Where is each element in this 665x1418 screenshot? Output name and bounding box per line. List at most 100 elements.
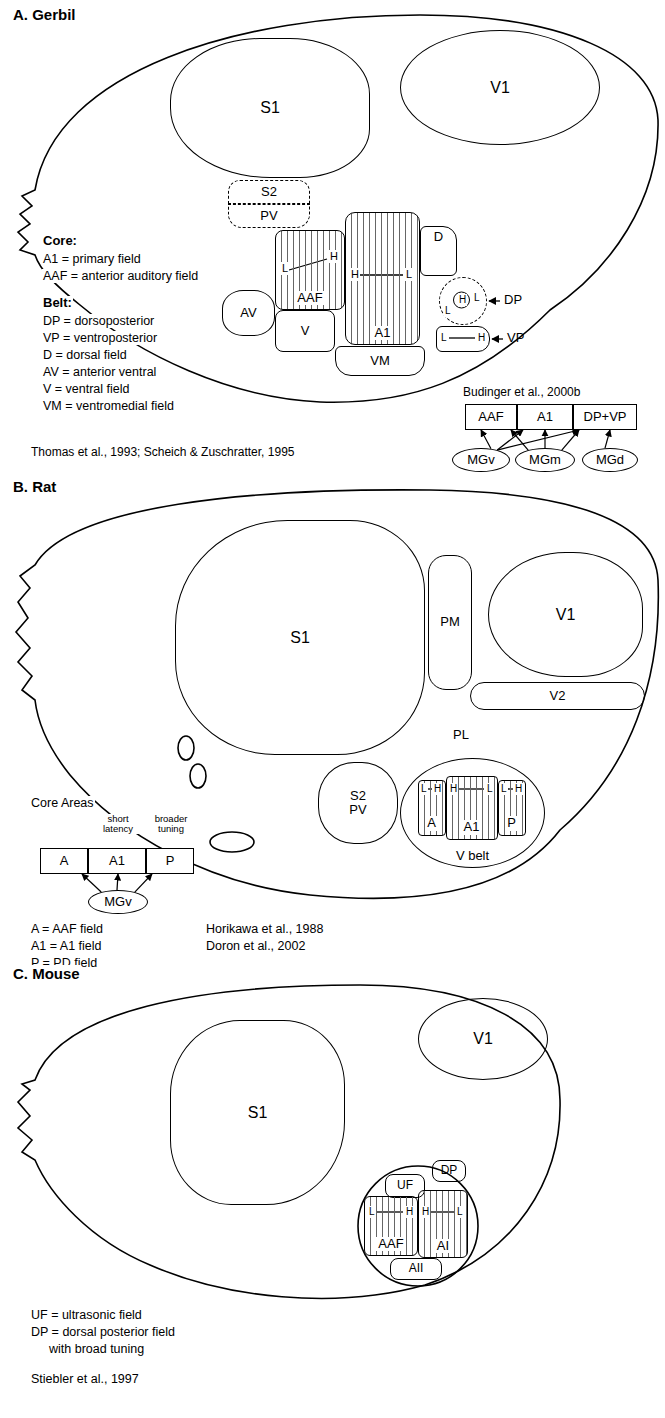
area-label: DP+VP <box>584 410 627 424</box>
schematic-box: A <box>40 848 88 874</box>
cortical-area: V <box>275 310 335 352</box>
text-label: Horikawa et al., 1988 <box>205 922 324 936</box>
text-label: DP = dorsal posterior field <box>30 1325 176 1339</box>
area-label: PV <box>260 209 277 223</box>
area-label: UF <box>397 1179 413 1192</box>
area-label: MGm <box>529 453 561 467</box>
text-label: Stiebler et al., 1997 <box>30 1372 140 1386</box>
text-label: UF = ultrasonic field <box>30 1308 143 1322</box>
text-label: B. Rat <box>12 478 57 495</box>
frequency-mark: H <box>350 268 360 281</box>
area-label: A1 <box>373 326 393 340</box>
area-label: PV <box>349 803 366 817</box>
cortical-area: D <box>420 226 457 276</box>
cortical-area: V1 <box>488 552 643 677</box>
schematic-box: A1 <box>517 404 573 430</box>
text-label: short latency <box>92 814 144 834</box>
area-label: VP <box>507 331 524 345</box>
rat-small-area <box>210 832 254 852</box>
cortical-area: S2 <box>228 180 310 204</box>
text-label: PL <box>452 728 470 743</box>
frequency-mark: L <box>500 783 508 795</box>
cortical-area: AII <box>390 1258 442 1280</box>
area-label: MGv <box>467 453 494 467</box>
text-label: Core: <box>42 234 78 249</box>
schematic-box: AAF <box>465 404 517 430</box>
projection-arrow <box>481 430 491 449</box>
area-label: MGv <box>104 895 131 909</box>
area-label: A1 <box>462 820 482 834</box>
schematic-box: A1 <box>88 848 146 874</box>
text-label: Budinger et al., 2000b <box>462 386 581 400</box>
rat-small-area <box>178 736 194 760</box>
thalamic-nucleus: MGv <box>88 890 148 914</box>
area-label: A <box>60 854 69 868</box>
cortical-area: V1 <box>418 998 548 1080</box>
frequency-mark: L <box>368 1206 376 1218</box>
cortical-area: PV <box>228 204 310 228</box>
text-label: D = dorsal field <box>42 348 128 362</box>
area-label: A1 <box>537 410 553 424</box>
mouse-brain-outline <box>18 985 560 1298</box>
area-label: DP <box>504 293 522 307</box>
frequency-mark: L <box>281 262 289 275</box>
auditory-field: AAF <box>364 1196 418 1256</box>
pointer-arrow <box>492 338 503 339</box>
frequency-mark: H <box>514 783 523 795</box>
area-label: P <box>166 854 175 868</box>
gerbil-brain-outline <box>18 15 658 402</box>
cortical-area: V2 <box>470 682 645 710</box>
text-label: broader tuning <box>144 814 198 834</box>
text-label: Thomas et al., 1993; Scheich & Zuschratt… <box>30 446 295 460</box>
text-label: V = ventral field <box>42 382 131 396</box>
schematic-box: DP+VP <box>573 404 637 430</box>
auditory-field: AI <box>418 1190 468 1258</box>
text-label: A = AAF field <box>30 922 104 936</box>
frequency-mark: H <box>405 1206 414 1218</box>
area-label: AI <box>435 1239 451 1253</box>
area-label: DP <box>441 1164 458 1177</box>
text-label: VP = ventroposterior <box>42 331 158 345</box>
cortical-area: PM <box>428 555 472 690</box>
area-label: AAF <box>295 291 324 305</box>
area-label: S1 <box>248 1104 268 1122</box>
area-label: V belt <box>456 849 489 863</box>
pointer-arrow <box>489 300 500 301</box>
text-label: A1 = primary field <box>42 252 142 266</box>
area-label: A1 <box>109 854 125 868</box>
projection-arrow <box>605 430 610 448</box>
area-label: S2 <box>261 185 277 199</box>
area-label: D <box>434 230 443 244</box>
frequency-mark: L <box>486 783 494 795</box>
cortical-area: DP <box>432 1160 466 1182</box>
area-label: V <box>301 324 310 338</box>
cortical-area: VM <box>335 346 425 376</box>
area-label: S1 <box>260 99 280 117</box>
projection-arrow <box>117 874 118 890</box>
area-label: V2 <box>550 689 566 703</box>
area-label: P <box>505 816 518 830</box>
projection-arrow <box>135 874 152 892</box>
cortical-area: S1 <box>170 1020 345 1205</box>
frequency-mark: H <box>433 783 442 795</box>
cortical-area: AV <box>222 290 275 336</box>
frequency-mark: L <box>405 268 413 281</box>
area-label: AV <box>240 306 256 320</box>
cortical-area: S2PV <box>318 762 398 844</box>
text-label: with broad tuning <box>48 1342 145 1356</box>
area-label: PM <box>440 615 460 629</box>
text-label: A. Gerbil <box>12 6 77 23</box>
rat-small-area <box>190 764 206 788</box>
text-label: DP = dorsoposterior <box>42 314 155 328</box>
projection-arrow <box>497 430 579 450</box>
text-label: A1 = A1 field <box>30 939 103 953</box>
frequency-mark: H <box>449 783 458 795</box>
text-label: AAF = anterior auditory field <box>42 269 199 283</box>
frequency-mark: H <box>421 1206 430 1218</box>
area-label: V1 <box>490 79 510 97</box>
tonotopic-axis <box>289 259 513 1212</box>
tonotopic-high-circle <box>454 292 470 308</box>
